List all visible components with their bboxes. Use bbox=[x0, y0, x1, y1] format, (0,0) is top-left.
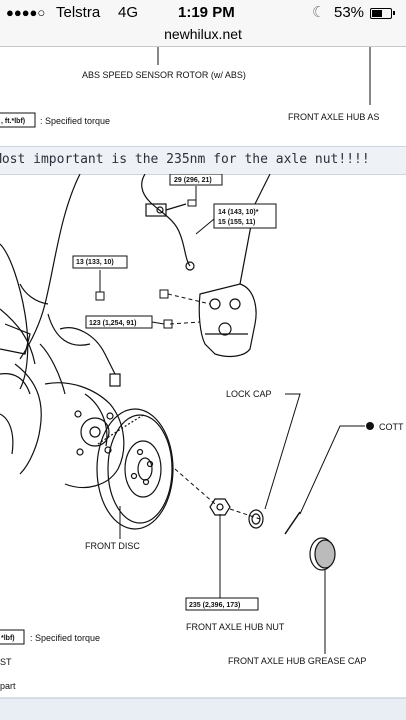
grease-cap-drawing bbox=[309, 537, 336, 571]
torque-legend-text: : Specified torque bbox=[40, 116, 110, 126]
abs-sensor-drawing bbox=[141, 174, 195, 271]
legend-torque-text: : Specified torque bbox=[30, 633, 100, 643]
legend-st-text: ST bbox=[0, 657, 12, 667]
address-bar-divider bbox=[0, 46, 406, 47]
torque-15-text: 15 (155, 11) bbox=[218, 219, 255, 226]
rotor-label: ABS SPEED SENSOR ROTOR (w/ ABS) bbox=[82, 70, 246, 80]
lock-cap-label: LOCK CAP bbox=[226, 389, 272, 399]
carrier-name: Telstra bbox=[56, 4, 101, 21]
hub-nut-drawing bbox=[209, 498, 231, 516]
lock-cap-drawing bbox=[248, 509, 264, 529]
steering-knuckle-drawing bbox=[0, 174, 125, 489]
diagram-top-fragment: ABS SPEED SENSOR ROTOR (w/ ABS) FRONT AX… bbox=[0, 47, 379, 128]
hub-assembly-label: FRONT AXLE HUB AS bbox=[288, 112, 379, 122]
torque-13-text: 13 (133, 10) bbox=[76, 259, 114, 266]
network-type: 4G bbox=[118, 4, 139, 21]
legend-part-text: part bbox=[0, 681, 16, 691]
torque-box-14-15 bbox=[213, 203, 277, 229]
torque-123-text: 123 (1,254, 91) bbox=[89, 320, 136, 327]
torque-box-13 bbox=[72, 255, 128, 269]
mounting-bolts bbox=[95, 199, 211, 329]
axis-centerline bbox=[174, 468, 216, 505]
torque-legend-box bbox=[0, 112, 36, 128]
cotter-pin-label: COTT bbox=[379, 422, 404, 432]
bottom-toolbar-edge bbox=[0, 698, 406, 720]
front-disc-drawing bbox=[96, 408, 174, 530]
torque-legend-box-text: , ft.*lbf) bbox=[1, 118, 25, 125]
address-bar-url[interactable]: newhilux.net bbox=[164, 26, 242, 42]
moon-icon: ☾ bbox=[312, 4, 326, 21]
hub-nut-label: FRONT AXLE HUB NUT bbox=[186, 622, 285, 632]
battery-tip bbox=[393, 11, 395, 15]
torque-box-123 bbox=[85, 315, 153, 329]
cotter-bullet-icon bbox=[366, 422, 374, 430]
brake-caliper-drawing bbox=[198, 174, 271, 358]
post-caption: Most important is the 235nm for the axle… bbox=[0, 146, 406, 175]
cotter-pin-drawing bbox=[284, 511, 301, 535]
caption-text: Most important is the 235nm for the axle… bbox=[0, 152, 370, 167]
torque-box-29 bbox=[169, 174, 223, 186]
battery-icon bbox=[370, 8, 392, 19]
front-disc-label: FRONT DISC bbox=[85, 541, 140, 551]
legend-torque-box-text: *lbf) bbox=[1, 635, 15, 642]
battery-percent: 53% bbox=[334, 4, 365, 21]
signal-strength-icon: ●●●●○ bbox=[6, 5, 46, 20]
torque-14-text: 14 (143, 10)* bbox=[218, 209, 259, 216]
status-bar: ●●●●○ Telstra 4G 1:19 PM ☾ 53% newhilux.… bbox=[0, 0, 406, 46]
torque-235-text: 235 (2,396, 173) bbox=[189, 602, 240, 609]
torque-29-text: 29 (296, 21) bbox=[174, 177, 212, 184]
brake-assembly-diagram: 29 (296, 21) 14 (143, 10)* 15 (155, 11) … bbox=[0, 174, 406, 720]
clock: 1:19 PM bbox=[178, 4, 235, 21]
grease-cap-label: FRONT AXLE HUB GREASE CAP bbox=[228, 656, 366, 666]
legend-torque-box bbox=[0, 629, 25, 645]
callout-lines bbox=[99, 186, 365, 654]
torque-box-235 bbox=[185, 597, 259, 611]
